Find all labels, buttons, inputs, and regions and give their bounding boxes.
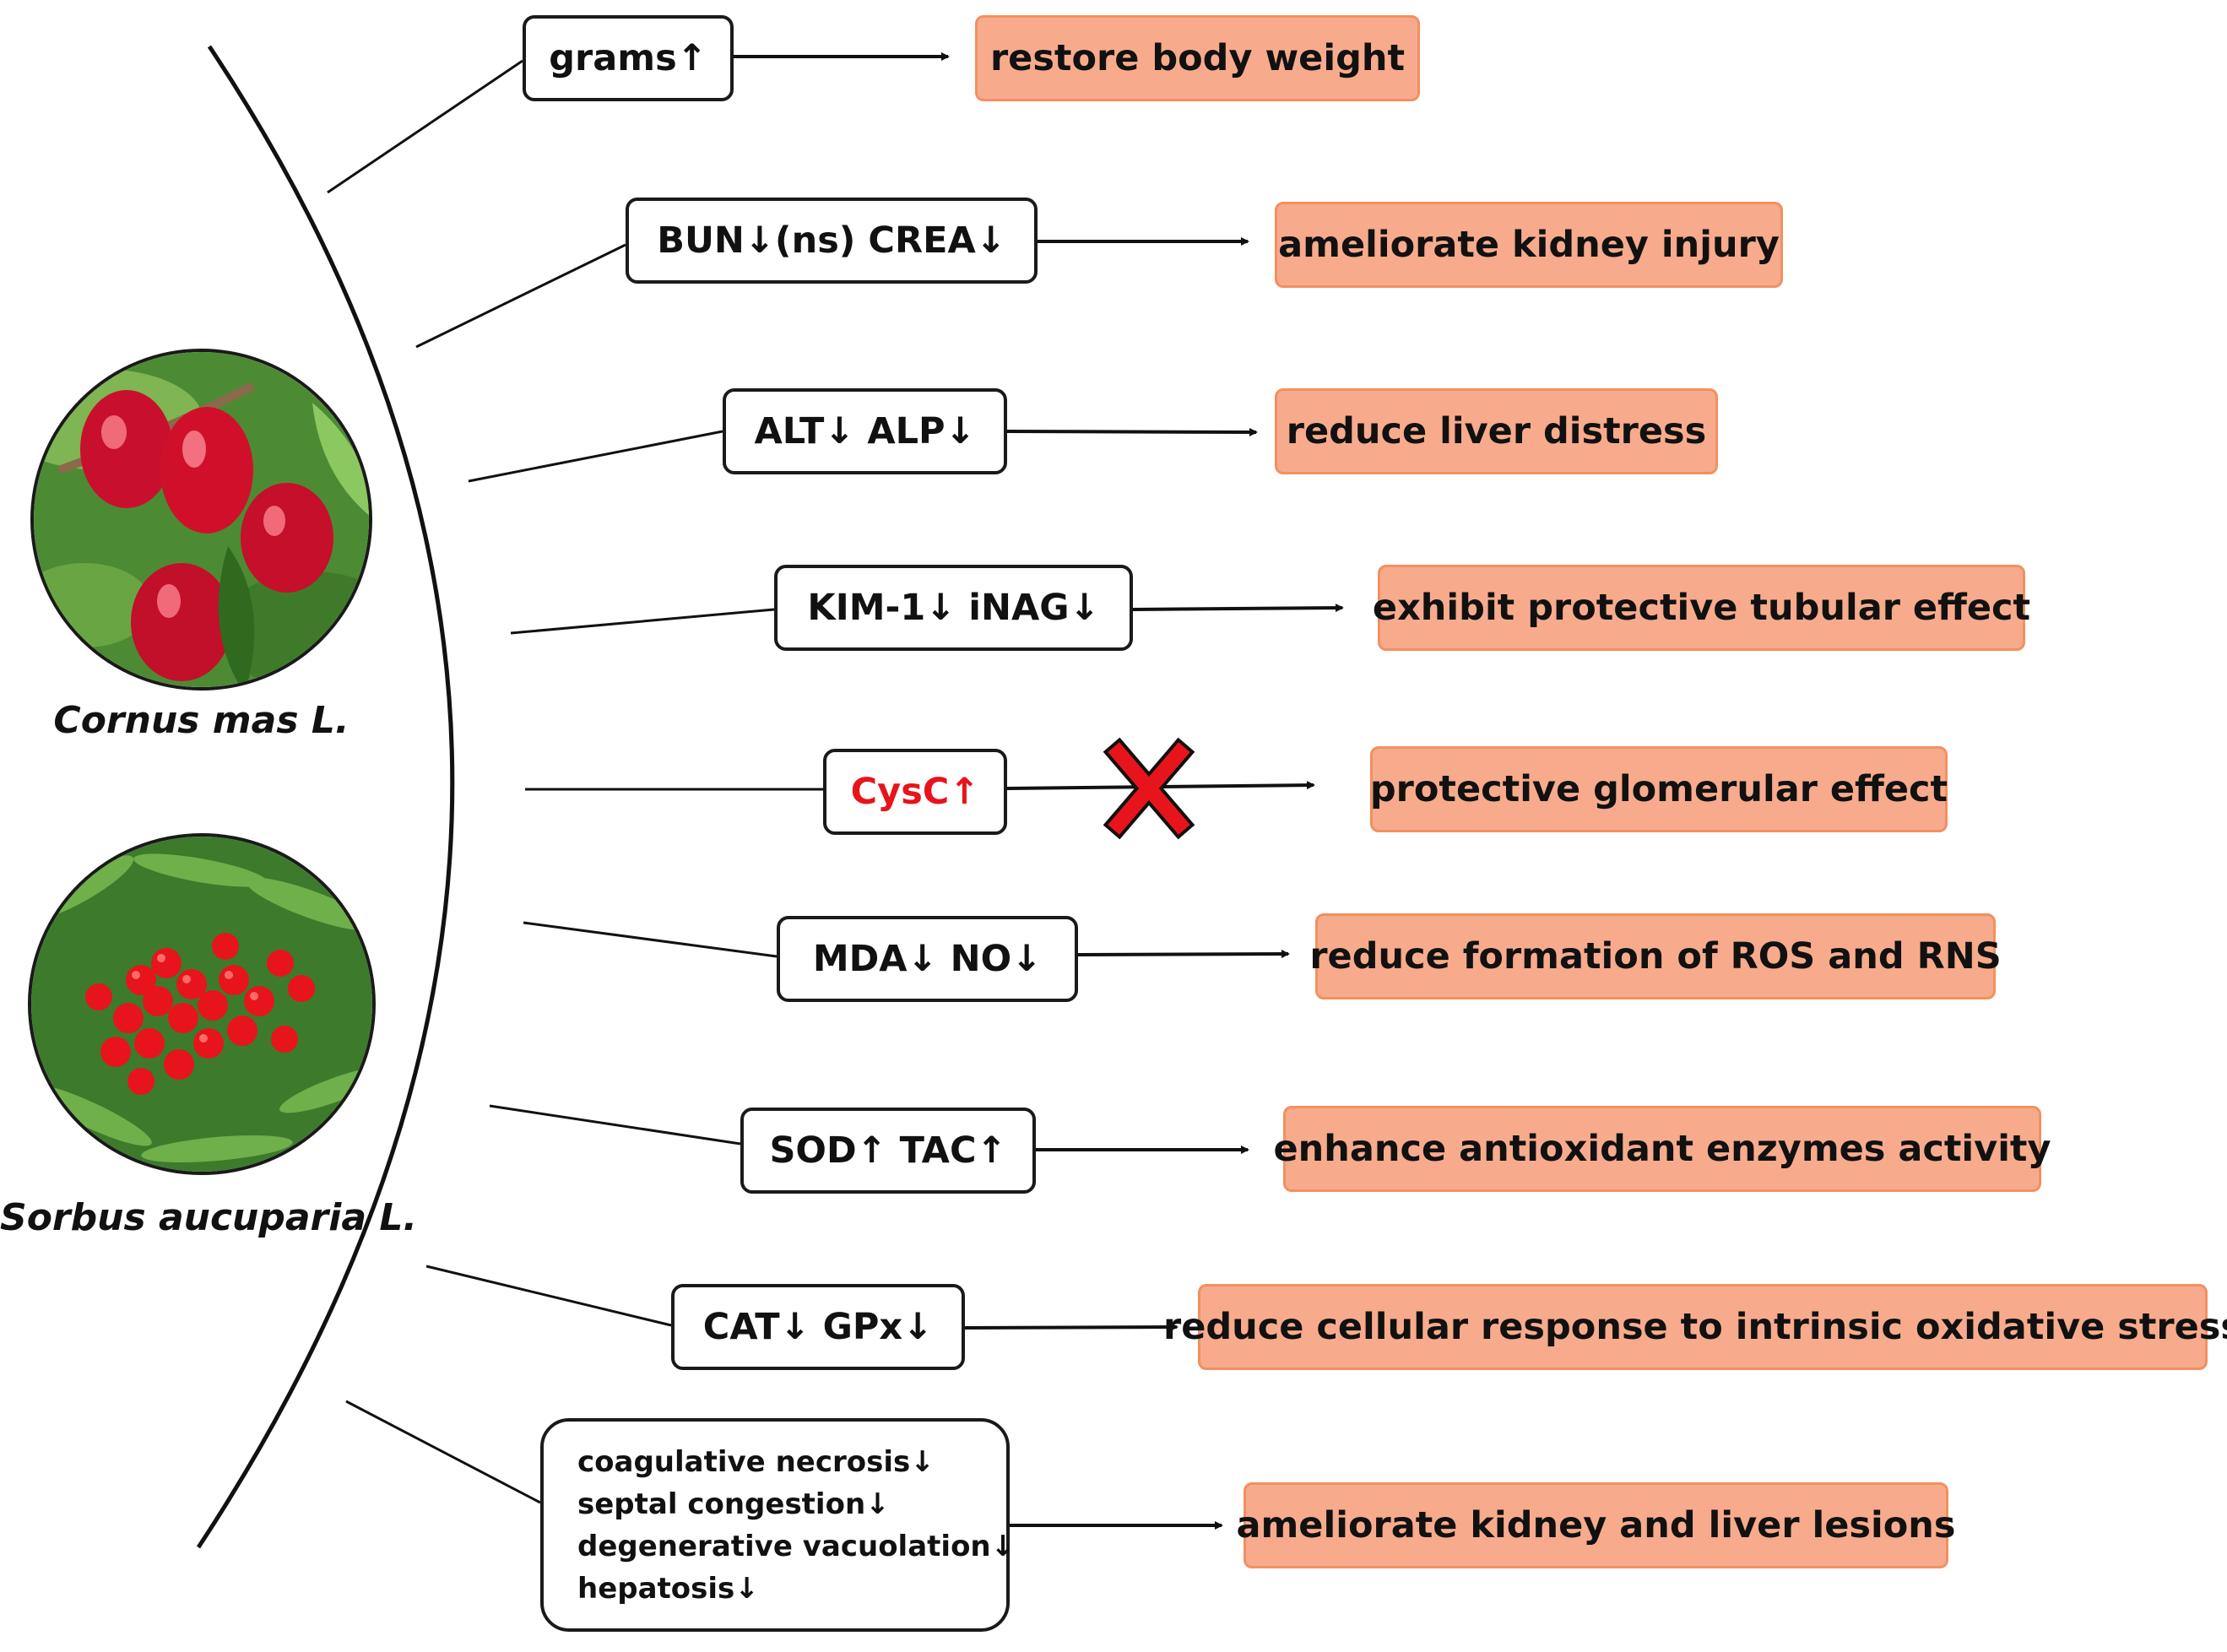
effect-oxidative-stress: reduce cellular response to intrinsic ox… <box>1163 1284 2227 1370</box>
histology-item: hepatosis↓ <box>577 1571 759 1606</box>
marker-mda-no: MDA↓ NO↓ <box>777 916 1078 1002</box>
cornus-mas-photo <box>30 349 372 691</box>
marker-alt-alp: ALT↓ ALP↓ <box>723 388 1007 474</box>
spoke-line <box>327 59 523 194</box>
effect-lesions: ameliorate kidney and liver lesions <box>1236 1482 1956 1568</box>
marker-histology: coagulative necrosis↓ septal congestion↓… <box>540 1418 1015 1632</box>
histology-item: septal congestion↓ <box>577 1487 890 1521</box>
marker-cat-gpx: CAT↓ GPx↓ <box>671 1284 965 1370</box>
arrow-line <box>964 1323 1179 1332</box>
effect-glomerular: protective glomerular effect <box>1370 746 1948 832</box>
arrow-line <box>1077 950 1290 959</box>
spoke-line <box>523 921 778 958</box>
effect-tubular: exhibit protective tubular effect <box>1373 565 2030 651</box>
cornus-berries-icon <box>34 352 369 687</box>
marker-grams: grams↑ <box>523 15 734 101</box>
spoke-line <box>345 1400 541 1504</box>
marker-sod-tac: SOD↑ TAC↑ <box>740 1108 1036 1194</box>
plant-name-cornus: Cornus mas L. <box>53 699 349 742</box>
spoke-line <box>468 430 723 483</box>
arrow-line <box>1132 604 1344 613</box>
sorbus-aucuparia-photo <box>28 833 376 1175</box>
spoke-line <box>489 1104 741 1146</box>
marker-cysc: CysC↑ <box>823 749 1007 835</box>
histology-item: degenerative vacuolation↓ <box>577 1529 1016 1563</box>
arc-curve <box>196 45 455 1549</box>
rowan-berries-icon <box>31 837 372 1172</box>
plant-name-sorbus: Sorbus aucuparia L. <box>0 1196 418 1239</box>
blocked-x-icon <box>1103 737 1195 840</box>
marker-bun-crea: BUN↓(ns) CREA↓ <box>626 198 1038 284</box>
spoke-line <box>425 1265 672 1327</box>
effect-ros-rns: reduce formation of ROS and RNS <box>1309 913 2002 999</box>
marker-kim1-inag: KIM-1↓ iNAG↓ <box>774 565 1133 651</box>
effect-liver-distress: reduce liver distress <box>1275 388 1718 474</box>
arrow-line <box>1006 427 1258 436</box>
histology-item: coagulative necrosis↓ <box>577 1444 935 1479</box>
effect-antioxidant: enhance antioxidant enzymes activity <box>1273 1106 2051 1192</box>
effect-body-weight: restore body weight <box>975 15 1420 101</box>
spoke-line <box>510 608 775 635</box>
spoke-line <box>415 243 626 349</box>
effect-kidney-injury: ameliorate kidney injury <box>1275 202 1783 288</box>
